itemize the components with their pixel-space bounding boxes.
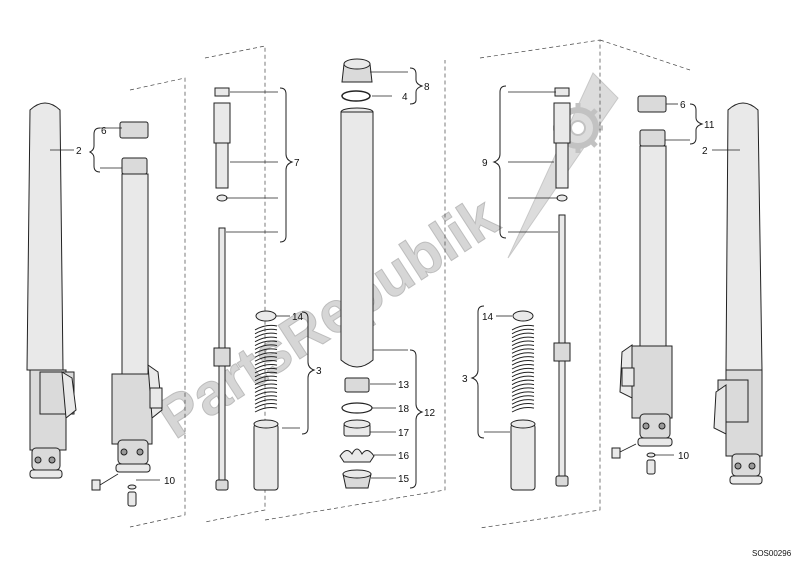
callout-17: 17 (398, 428, 410, 439)
fork-tube-right (619, 95, 673, 447)
callout-2-right: 2 (702, 146, 708, 157)
damper-rod-left (213, 87, 231, 491)
callout-9: 9 (482, 158, 488, 169)
watermark: PartsRepublik (146, 183, 510, 451)
callout-6-left: 6 (101, 126, 107, 137)
callout-14-left: 14 (292, 312, 304, 323)
watermark-text: PartsRepublik (147, 184, 510, 451)
callout-8: 8 (424, 82, 430, 93)
callout-3-right: 3 (462, 374, 468, 385)
bolt-right (611, 443, 656, 475)
fork-tube-left (111, 121, 163, 473)
center-stack (339, 58, 375, 489)
assembly-guides (129, 39, 691, 529)
spring-right (510, 310, 536, 491)
callout-2-left: 2 (76, 146, 82, 157)
bolt-left (91, 473, 137, 507)
callout-6-right: 6 (680, 100, 686, 111)
callout-11: 11 (704, 120, 715, 131)
callout-18: 18 (398, 404, 410, 415)
callouts: 2 6 10 7 14 3 8 4 13 18 17 (50, 67, 740, 489)
damper-rod-right (553, 87, 571, 487)
fork-leg-left-outer (26, 102, 77, 479)
callout-15: 15 (398, 474, 410, 485)
callout-4: 4 (402, 92, 408, 103)
diagram-code: SOS00296 (752, 549, 792, 558)
callout-10-right: 10 (678, 451, 690, 462)
callout-16: 16 (398, 451, 410, 462)
callout-3-left: 3 (316, 366, 322, 377)
callout-10-left: 10 (164, 476, 176, 487)
callout-12: 12 (424, 408, 436, 419)
callout-7: 7 (294, 158, 300, 169)
callout-14-right: 14 (482, 312, 494, 323)
spring-left (253, 310, 279, 491)
callout-13: 13 (398, 380, 410, 391)
fork-leg-right-outer (713, 102, 763, 485)
